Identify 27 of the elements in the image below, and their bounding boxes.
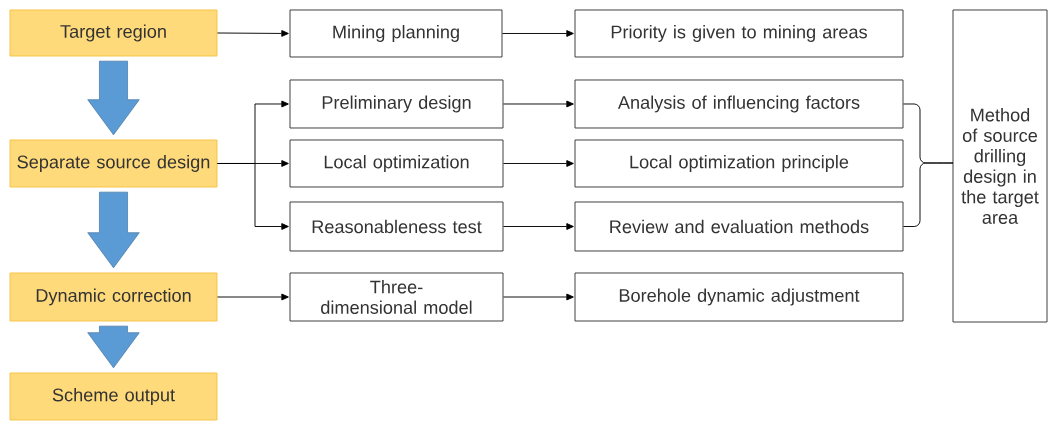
arrow <box>217 30 289 37</box>
process-box: Local optimization <box>289 139 504 188</box>
arrow <box>503 293 574 301</box>
process-box: Analysis of influencing factors <box>574 79 904 129</box>
block-arrow <box>87 191 140 269</box>
process-box: Local optimization principle <box>574 139 904 188</box>
step-box: Separate source design <box>9 139 218 188</box>
process-box: Reasonableness test <box>289 201 504 252</box>
arrow <box>503 100 574 108</box>
arrow <box>217 293 289 301</box>
step-box: Target region <box>9 9 218 57</box>
arrow <box>217 163 289 230</box>
process-box: Priority is given to mining areas <box>574 9 904 58</box>
process-box: Borehole dynamic adjustment <box>574 272 904 322</box>
step-box: Scheme output <box>9 372 218 421</box>
summary-box: Method of source drilling design in the target area <box>952 9 1048 323</box>
block-arrow <box>87 325 140 369</box>
process-box: Preliminary design <box>289 79 504 129</box>
step-box: Dynamic correction <box>9 272 218 322</box>
block-arrow <box>87 60 140 136</box>
arrow <box>503 160 574 167</box>
arrow <box>503 223 574 230</box>
process-box: Mining planning <box>289 9 503 58</box>
process-box: Three-dimensional model <box>289 272 504 322</box>
brace <box>903 162 954 227</box>
arrow <box>502 30 574 37</box>
process-box: Review and evaluation methods <box>574 201 904 252</box>
